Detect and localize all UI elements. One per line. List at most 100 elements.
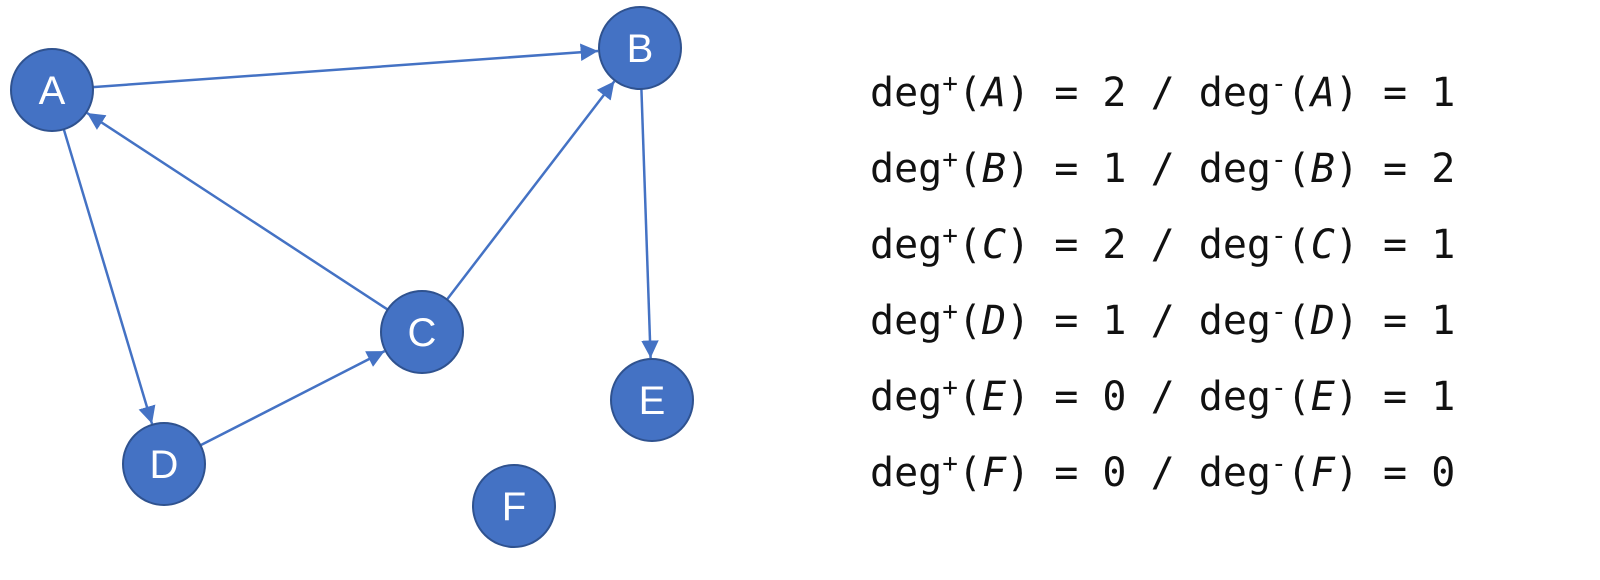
separator-deg: / deg <box>1126 298 1272 344</box>
paren: ( <box>1286 222 1311 268</box>
out-degree-symbol: + <box>942 69 958 99</box>
paren-equals: ) = <box>1334 450 1432 496</box>
node-variable: F <box>982 450 1007 496</box>
degree-row-b: deg+(B) = 1 / deg-(B) = 2 <box>870 131 1455 207</box>
node-variable: B <box>1310 146 1335 192</box>
paren-equals: ) = <box>1334 146 1432 192</box>
in-degree-value: 1 <box>1431 374 1456 420</box>
paren-equals: ) = <box>1334 70 1432 116</box>
paren: ( <box>1286 70 1311 116</box>
out-degree-symbol: + <box>942 449 958 479</box>
in-degree-value: 1 <box>1431 298 1456 344</box>
separator-deg: / deg <box>1126 146 1272 192</box>
paren: ( <box>957 70 982 116</box>
edge-c-to-a <box>86 111 389 311</box>
node-label: B <box>627 27 654 71</box>
separator-deg: / deg <box>1126 222 1272 268</box>
degree-row-d: deg+(D) = 1 / deg-(D) = 1 <box>870 283 1455 359</box>
out-degree-value: 0 <box>1102 450 1127 496</box>
node-variable: C <box>1310 222 1335 268</box>
out-degree-symbol: + <box>942 221 958 251</box>
paren: ( <box>957 146 982 192</box>
directed-graph: A B C D E F <box>10 6 694 548</box>
out-degree-value: 2 <box>1102 70 1127 116</box>
paren: ( <box>957 222 982 268</box>
paren-equals: ) = <box>1006 374 1103 420</box>
paren: ( <box>957 374 982 420</box>
node-label: D <box>150 443 179 487</box>
edge-c-to-b <box>446 80 616 301</box>
separator-deg: / deg <box>1126 70 1272 116</box>
node-circle <box>122 422 206 506</box>
paren-equals: ) = <box>1006 70 1103 116</box>
paren-equals: ) = <box>1006 222 1103 268</box>
node-c: C <box>380 290 464 374</box>
paren-equals: ) = <box>1006 146 1103 192</box>
deg-text: deg <box>870 450 943 496</box>
deg-text: deg <box>870 298 943 344</box>
out-degree-value: 1 <box>1102 298 1127 344</box>
paren: ( <box>957 450 982 496</box>
node-variable: E <box>1310 374 1335 420</box>
node-variable: D <box>982 298 1007 344</box>
node-variable: A <box>982 70 1007 116</box>
in-degree-symbol: - <box>1271 69 1287 99</box>
deg-text: deg <box>870 374 943 420</box>
node-circle <box>380 290 464 374</box>
paren-equals: ) = <box>1334 374 1432 420</box>
in-degree-symbol: - <box>1271 373 1287 403</box>
node-variable: A <box>1310 70 1335 116</box>
paren: ( <box>1286 374 1311 420</box>
paren-equals: ) = <box>1334 222 1432 268</box>
node-variable: E <box>982 374 1007 420</box>
node-variable: B <box>982 146 1007 192</box>
node-circle <box>472 464 556 548</box>
edge-a-to-b <box>92 43 599 89</box>
node-label: F <box>502 485 526 529</box>
out-degree-symbol: + <box>942 373 958 403</box>
node-label: E <box>639 379 666 423</box>
edges <box>62 43 659 447</box>
degree-row-a: deg+(A) = 2 / deg-(A) = 1 <box>870 55 1455 131</box>
out-degree-symbol: + <box>942 297 958 327</box>
separator-deg: / deg <box>1126 374 1272 420</box>
paren: ( <box>957 298 982 344</box>
paren-equals: ) = <box>1006 450 1103 496</box>
degree-row-e: deg+(E) = 0 / deg-(E) = 1 <box>870 359 1455 435</box>
node-circle <box>10 48 94 132</box>
node-label: A <box>39 69 66 113</box>
paren: ( <box>1286 450 1311 496</box>
degree-row-f: deg+(F) = 0 / deg-(F) = 0 <box>870 435 1455 511</box>
node-a: A <box>10 48 94 132</box>
node-variable: C <box>982 222 1007 268</box>
node-f: F <box>472 464 556 548</box>
in-degree-value: 1 <box>1431 70 1456 116</box>
deg-text: deg <box>870 70 943 116</box>
deg-text: deg <box>870 222 943 268</box>
node-e: E <box>610 358 694 442</box>
paren: ( <box>1286 298 1311 344</box>
out-degree-value: 1 <box>1102 146 1127 192</box>
in-degree-symbol: - <box>1271 449 1287 479</box>
in-degree-symbol: - <box>1271 145 1287 175</box>
separator-deg: / deg <box>1126 450 1272 496</box>
node-circle <box>598 6 682 90</box>
degree-row-c: deg+(C) = 2 / deg-(C) = 1 <box>870 207 1455 283</box>
in-degree-value: 2 <box>1431 146 1456 192</box>
node-variable: F <box>1310 450 1335 496</box>
paren: ( <box>1286 146 1311 192</box>
out-degree-symbol: + <box>942 145 958 175</box>
node-label: C <box>408 311 437 355</box>
paren-equals: ) = <box>1006 298 1103 344</box>
node-d: D <box>122 422 206 506</box>
node-variable: D <box>1310 298 1335 344</box>
edge-d-to-c <box>199 349 386 447</box>
edge-b-to-e <box>640 88 659 359</box>
paren-equals: ) = <box>1334 298 1432 344</box>
node-b: B <box>598 6 682 90</box>
deg-text: deg <box>870 146 943 192</box>
out-degree-value: 2 <box>1102 222 1127 268</box>
edge-a-to-d <box>62 128 156 425</box>
